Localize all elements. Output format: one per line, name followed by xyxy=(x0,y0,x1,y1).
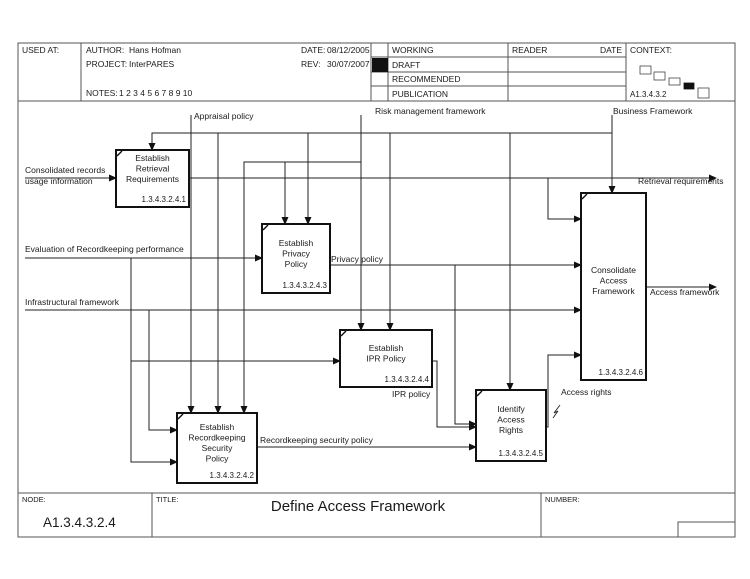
activity-number: 1.3.4.3.2.4.4 xyxy=(385,375,430,384)
activity-box-border xyxy=(176,412,258,484)
arrow-infrastructural-to-a2 xyxy=(148,310,178,434)
rev-value: 30/07/2007 xyxy=(327,59,370,69)
activity-name-line: Establish xyxy=(135,153,170,163)
corner-mark-icon xyxy=(340,330,347,337)
context-diagram-icon xyxy=(639,65,710,99)
activity-box-border xyxy=(475,389,547,462)
diagram-title: Define Access Framework xyxy=(271,498,446,515)
label-access-rights: Access rights xyxy=(561,387,612,397)
arrows xyxy=(25,115,717,466)
activity-number: 1.3.4.3.2.4.3 xyxy=(283,281,328,290)
draft-checkbox-filled xyxy=(372,58,388,72)
activity-name-line: Establish xyxy=(279,238,314,248)
activity-number: 1.3.4.3.2.4.2 xyxy=(210,471,255,480)
corner-mark-icon xyxy=(476,390,483,397)
label-ipr-policy: IPR policy xyxy=(392,389,431,399)
notes-label: NOTES: xyxy=(86,88,118,98)
label-infrastructural: Infrastructural framework xyxy=(25,297,120,307)
activity-name-line: Identify xyxy=(497,404,525,414)
activity-box-border xyxy=(115,149,190,208)
activity-name-line: Access xyxy=(497,415,524,425)
corner-mark-icon xyxy=(581,193,588,200)
activity-box-border xyxy=(339,329,433,388)
activity-name-line: Security xyxy=(202,443,233,453)
label-security-policy: Recordkeeping security policy xyxy=(260,435,374,445)
label-consolidated-records-2: usage information xyxy=(25,176,93,186)
author-label: AUTHOR: xyxy=(86,45,124,55)
context-node: A1.3.4.3.2 xyxy=(630,90,667,99)
arrow-evaluation-to-a2 xyxy=(130,258,178,466)
used-at-label: USED AT: xyxy=(22,45,59,55)
activity-name-line: Policy xyxy=(285,259,308,269)
status-draft: DRAFT xyxy=(392,60,420,70)
project-label: PROJECT: xyxy=(86,59,127,69)
activity-number: 1.3.4.3.2.4.5 xyxy=(499,449,544,458)
activity-name-line: Establish xyxy=(369,343,404,353)
activity-name-line: Access xyxy=(600,276,627,286)
node-value: A1.3.4.3.2.4 xyxy=(43,515,116,530)
activity-name-line: Retrieval xyxy=(136,164,170,174)
status-recommended: RECOMMENDED xyxy=(392,74,460,84)
project-value: InterPARES xyxy=(129,59,175,69)
activity-name-line: Requirements xyxy=(126,174,179,184)
rev-label: REV: xyxy=(301,59,321,69)
outer-frame xyxy=(17,42,736,538)
activity-boxes: EstablishRetrievalRequirements1.3.4.3.2.… xyxy=(115,149,647,484)
label-consolidated-records-1: Consolidated records xyxy=(25,165,105,175)
notes-value: 1 2 3 4 5 6 7 8 9 10 xyxy=(119,88,193,98)
corner-mark-icon xyxy=(262,224,269,231)
label-appraisal-policy: Appraisal policy xyxy=(194,111,254,121)
activity-name-line: Recordkeeping xyxy=(188,433,245,443)
corner-mark-icon xyxy=(116,150,123,157)
number-label: NUMBER: xyxy=(545,495,580,504)
reader-date-label: DATE xyxy=(600,45,622,55)
date-label: DATE: xyxy=(301,45,325,55)
activity-number: 1.3.4.3.2.4.1 xyxy=(142,195,187,204)
header: USED AT: AUTHOR: Hans Hofman PROJECT: In… xyxy=(18,43,735,102)
arrow-business-to-a1 xyxy=(148,115,613,151)
label-privacy-policy: Privacy policy xyxy=(331,254,384,264)
context-label: CONTEXT: xyxy=(630,45,672,55)
activity-number: 1.3.4.3.2.4.6 xyxy=(599,368,644,377)
activity-name-line: Framework xyxy=(592,286,635,296)
title-label: TITLE: xyxy=(156,495,179,504)
corner-mark-icon xyxy=(177,413,184,420)
arrow-labels: Appraisal policy Risk management framewo… xyxy=(25,106,724,445)
status-working: WORKING xyxy=(392,45,434,55)
author-value: Hans Hofman xyxy=(129,45,181,55)
node-label: NODE: xyxy=(22,495,46,504)
footer: NODE: A1.3.4.3.2.4 TITLE: Define Access … xyxy=(18,492,735,537)
activity-name-line: Consolidate xyxy=(591,265,636,275)
date-value: 08/12/2005 xyxy=(327,45,370,55)
activity-name-line: Establish xyxy=(200,422,235,432)
label-retrieval-requirements: Retrieval requirements xyxy=(638,176,724,186)
activity-name-line: IPR Policy xyxy=(366,354,406,364)
label-risk-management: Risk management framework xyxy=(375,106,486,116)
arrow-ipr-to-a5 xyxy=(432,360,477,431)
activity-box-border xyxy=(580,192,647,381)
reader-label: READER xyxy=(512,45,547,55)
activity-name-line: Policy xyxy=(206,454,229,464)
activity-name-line: Rights xyxy=(499,425,523,435)
label-evaluation: Evaluation of Recordkeeping performance xyxy=(25,244,184,254)
label-access-framework: Access framework xyxy=(650,287,720,297)
status-publication: PUBLICATION xyxy=(392,89,448,99)
squiggle-icon xyxy=(552,404,561,419)
arrow-retrieval-to-a6 xyxy=(547,178,582,223)
activity-name-line: Privacy xyxy=(282,249,311,259)
activity-box-border xyxy=(261,223,331,294)
arrow-privacy-to-a5 xyxy=(454,265,477,428)
label-business-framework: Business Framework xyxy=(613,106,693,116)
arrow-risk-to-a2 xyxy=(240,115,362,414)
